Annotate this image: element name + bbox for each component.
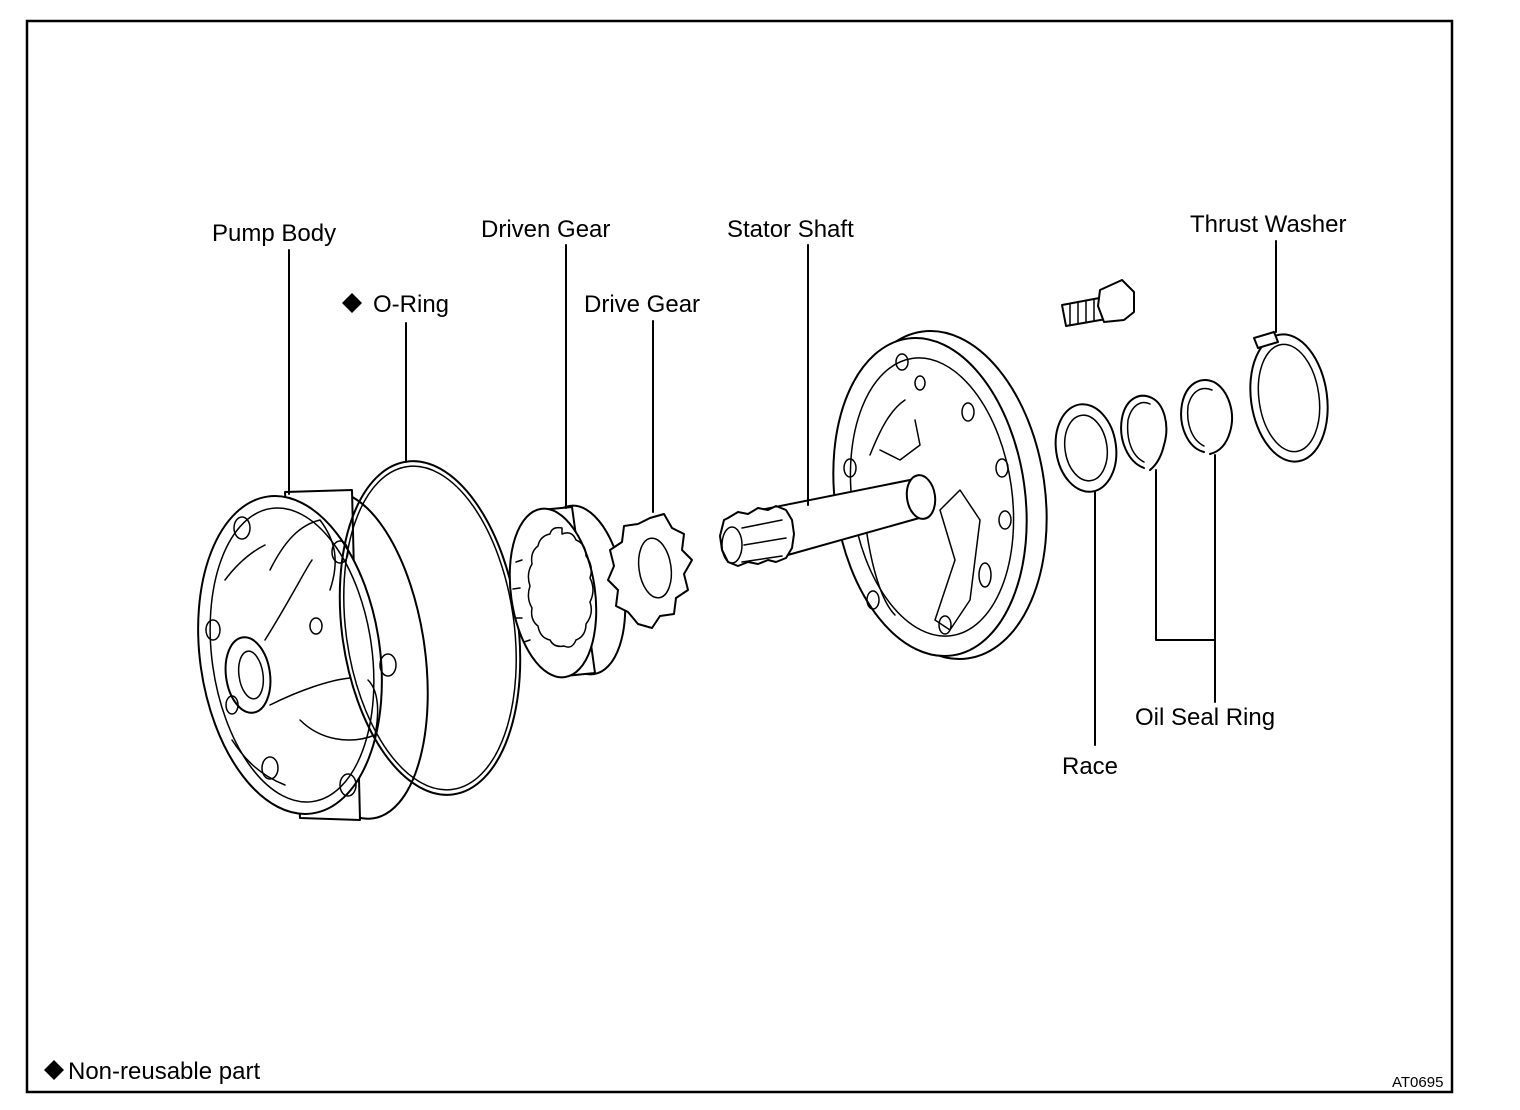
pump-body-drawing <box>197 489 429 821</box>
label-thrust-washer: Thrust Washer <box>1190 211 1346 238</box>
legend-text: Non-reusable part <box>68 1058 260 1085</box>
driven-gear-drawing <box>508 504 627 679</box>
figure-frame <box>25 19 1454 1094</box>
race-drawing <box>1054 403 1118 493</box>
thrust-washer-drawing <box>1249 331 1329 463</box>
figure-code: AT0695 <box>1392 1074 1443 1091</box>
label-pump-body: Pump Body <box>212 220 336 247</box>
label-drive-gear: Drive Gear <box>584 291 700 318</box>
label-stator-shaft: Stator Shaft <box>727 216 854 243</box>
stator-shaft-drawing <box>719 279 1135 660</box>
label-race: Race <box>1062 753 1118 780</box>
oil-seal-ring-drawing <box>1120 379 1233 471</box>
label-oil-seal-ring: Oil Seal Ring <box>1135 704 1275 731</box>
diamond-icon <box>44 1060 64 1080</box>
leader-lines <box>288 240 1277 746</box>
label-o-ring: O-Ring <box>373 291 449 318</box>
label-driven-gear: Driven Gear <box>481 216 610 243</box>
diamond-icon <box>342 293 362 313</box>
drive-gear-drawing <box>607 513 693 629</box>
